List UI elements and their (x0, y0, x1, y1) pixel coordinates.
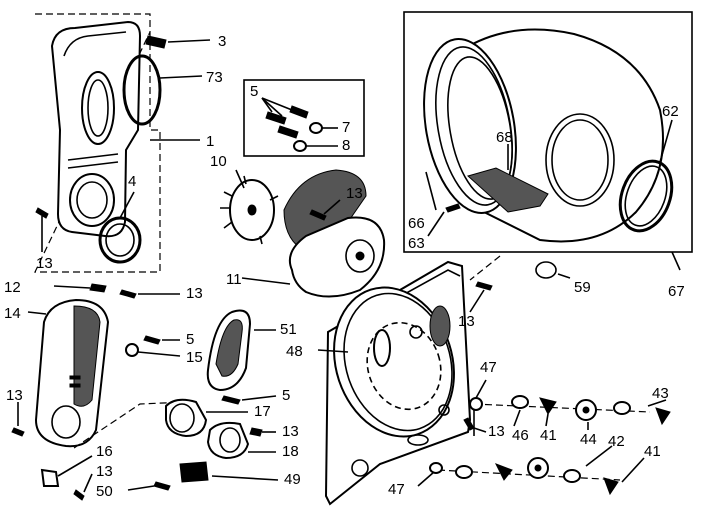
callout-5-c: 5 (282, 387, 290, 404)
callout-47-a: 47 (480, 359, 497, 376)
drum-group (403, 11, 693, 279)
callout-49: 49 (284, 471, 301, 488)
callout-4: 4 (128, 173, 136, 190)
callout-12: 12 (4, 279, 21, 296)
motor-17 (165, 398, 208, 438)
motor-group (40, 398, 279, 501)
callout-67: 67 (668, 283, 685, 300)
front-panel-group (34, 13, 211, 273)
callout-41-a: 41 (540, 427, 557, 444)
callout-48: 48 (286, 343, 303, 360)
callout-44: 44 (580, 431, 597, 448)
callout-42: 42 (608, 433, 625, 450)
callout-3: 3 (218, 33, 226, 50)
seal-73 (122, 54, 162, 126)
callout-68: 68 (496, 129, 513, 146)
callout-13-h: 13 (488, 423, 505, 440)
blower-group (220, 169, 386, 298)
callout-13-f: 13 (6, 387, 23, 404)
callout-13-b: 13 (346, 185, 363, 202)
callout-8: 8 (342, 137, 350, 154)
baffle-68 (466, 167, 549, 213)
callout-10: 10 (210, 153, 227, 170)
callout-1: 1 (206, 133, 214, 150)
switch-49 (179, 461, 209, 483)
rear-panel-group (317, 255, 501, 506)
callout-15: 15 (186, 349, 203, 366)
callout-41-c: 41 (644, 443, 661, 460)
callout-63: 63 (408, 235, 425, 252)
callout-43: 43 (652, 385, 669, 402)
callout-11: 11 (226, 271, 242, 288)
screw-kit-group (243, 79, 365, 157)
callout-18: 18 (282, 443, 299, 460)
screw-washer-group (125, 335, 181, 357)
callout-13-e: 13 (96, 463, 113, 480)
callout-73: 73 (206, 69, 223, 86)
bracket-3 (145, 35, 167, 49)
callout-66: 66 (408, 215, 425, 232)
callout-62: 62 (662, 103, 679, 120)
idler-group (417, 379, 671, 496)
callout-13-g: 13 (458, 313, 475, 330)
callout-14: 14 (4, 305, 21, 322)
callout-50: 50 (96, 483, 113, 500)
callout-47-b: 47 (388, 481, 405, 498)
blower-housing-11 (288, 216, 386, 298)
duct-group (11, 283, 180, 448)
callout-51: 51 (280, 321, 297, 338)
callout-5-a: 5 (250, 83, 258, 100)
seal-62 (618, 159, 674, 233)
callout-59: 59 (574, 279, 591, 296)
callout-7: 7 (342, 119, 350, 136)
callout-5-b: 5 (186, 331, 194, 348)
callout-13-a: 13 (36, 255, 53, 272)
callout-17: 17 (254, 403, 271, 420)
lint-screen-group (206, 309, 277, 405)
callout-13-c: 13 (186, 285, 203, 302)
callout-13-d: 13 (282, 423, 299, 440)
callout-46: 46 (512, 427, 529, 444)
callout-16: 16 (96, 443, 113, 460)
